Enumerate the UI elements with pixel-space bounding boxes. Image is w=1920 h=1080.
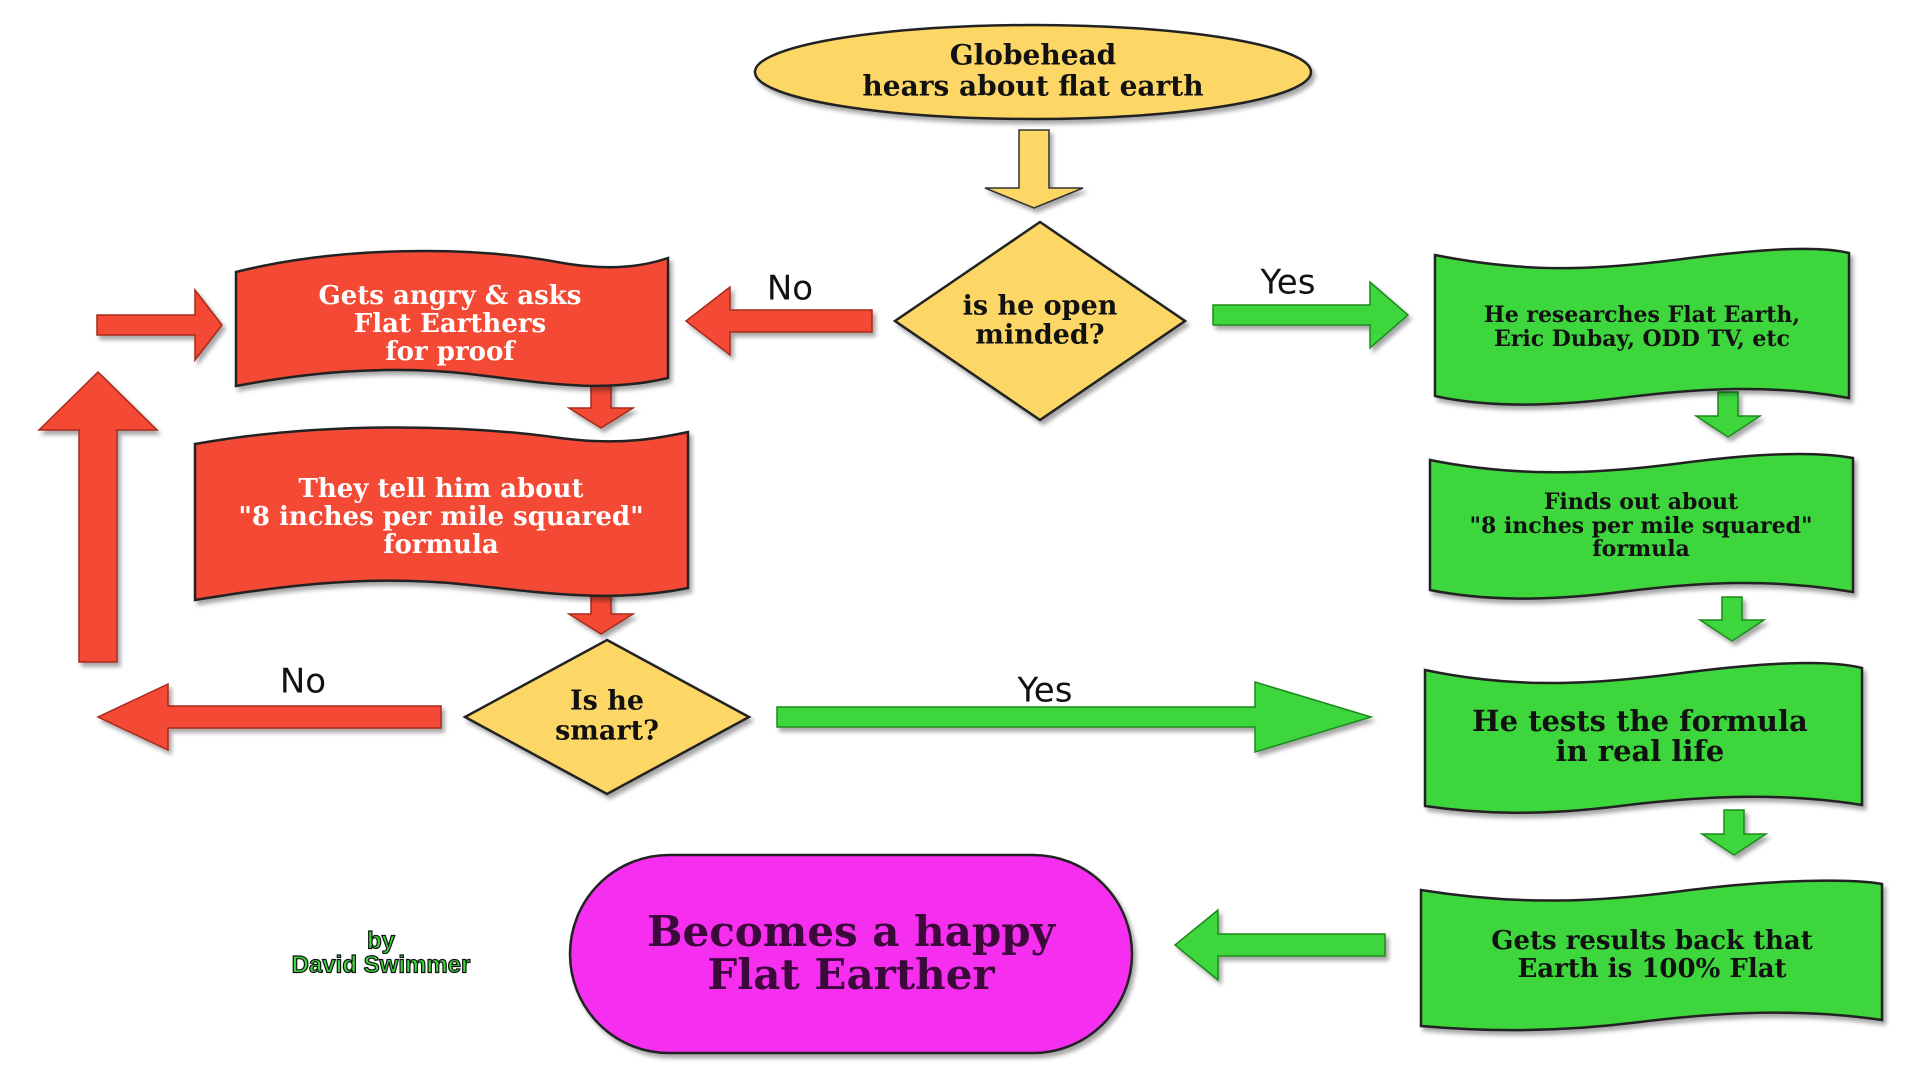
arrow-results-to-outcome [1173, 908, 1386, 982]
arrow-open-no [684, 285, 873, 357]
node-angry-line1: Gets angry & asks [319, 281, 582, 311]
label-smart-yes: Yes [1017, 671, 1073, 711]
arrow-tests-to-results [1699, 809, 1769, 856]
node-tests: He tests the formula in real life [1423, 661, 1864, 815]
arrows [37, 129, 1769, 982]
node-told-formula: They tell him about "8 inches per mile s… [193, 426, 690, 602]
node-angry-line2: Flat Earthers [354, 309, 546, 339]
node-results-line2: Earth is 100% Flat [1517, 954, 1786, 984]
node-finds-formula-line3: formula [1592, 536, 1690, 562]
node-results-line1: Gets results back that [1491, 926, 1813, 956]
node-finds-formula-line2: "8 inches per mile squared" [1470, 513, 1813, 539]
label-smart-no: No [280, 662, 326, 702]
arrow-loop-into-angry [96, 287, 223, 363]
arrow-smart-yes [776, 680, 1374, 754]
author-line2: David Swimmer [292, 951, 471, 978]
arrow-open-yes [1212, 280, 1410, 350]
node-told-formula-line1: They tell him about [299, 474, 584, 504]
arrow-loop-up [37, 370, 159, 663]
node-results: Gets results back that Earth is 100% Fla… [1419, 879, 1884, 1032]
arrow-smart-no [96, 682, 442, 752]
node-decision-smart-line2: smart? [555, 716, 659, 747]
node-outcome-line2: Flat Earther [707, 950, 995, 999]
arrow-finds-to-tests [1697, 596, 1767, 642]
node-decision-smart-line1: Is he [570, 686, 644, 717]
node-tests-line2: in real life [1556, 734, 1725, 768]
arrow-researches-to-finds [1693, 391, 1763, 438]
node-researches-line1: He researches Flat Earth, [1484, 302, 1800, 328]
node-decision-open-line2: minded? [975, 320, 1104, 351]
arrow-start-to-decision [984, 129, 1084, 209]
author-line1: by [367, 927, 396, 954]
node-finds-formula: Finds out about "8 inches per mile squar… [1428, 452, 1855, 600]
node-told-formula-line3: formula [383, 530, 499, 560]
label-open-yes: Yes [1260, 263, 1316, 303]
node-angry: Gets angry & asks Flat Earthers for proo… [234, 249, 670, 388]
node-angry-line3: for proof [385, 337, 516, 367]
node-start: Globehead hears about flat earth [753, 23, 1313, 121]
node-outcome-line1: Becomes a happy [647, 907, 1057, 956]
node-tests-line1: He tests the formula [1472, 704, 1808, 738]
node-start-line2: hears about flat earth [862, 70, 1203, 103]
node-decision-smart: Is he smart? [462, 638, 752, 796]
node-told-formula-line2: "8 inches per mile squared" [238, 502, 643, 532]
arrow-angry-to-told [566, 381, 636, 429]
label-open-no: No [767, 269, 813, 309]
author-credit: by David Swimmer [291, 927, 471, 979]
node-researches: He researches Flat Earth, Eric Dubay, OD… [1433, 247, 1851, 406]
node-decision-open: is he open minded? [892, 220, 1188, 422]
node-outcome: Becomes a happy Flat Earther [568, 853, 1134, 1055]
node-researches-line2: Eric Dubay, ODD TV, etc [1494, 326, 1790, 352]
node-finds-formula-line1: Finds out about [1544, 489, 1739, 515]
node-start-line1: Globehead [950, 39, 1117, 72]
node-decision-open-line1: is he open [963, 291, 1118, 322]
